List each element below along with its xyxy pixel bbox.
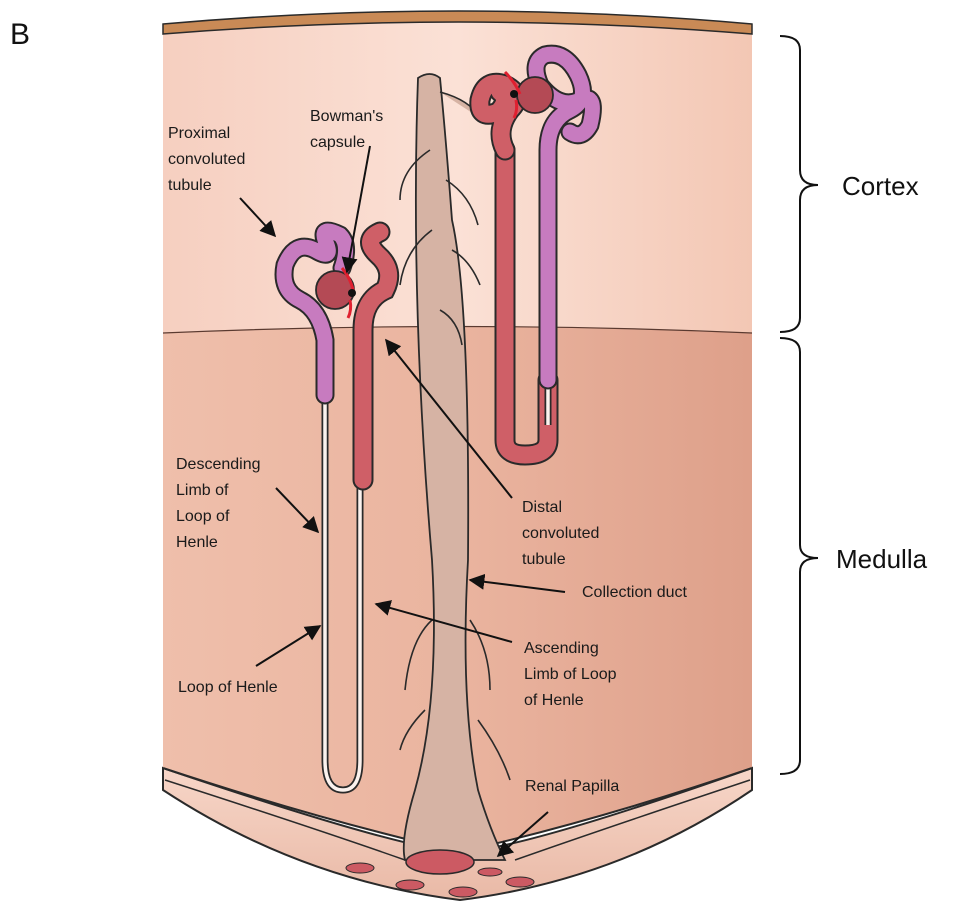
cortex-bracket xyxy=(780,36,818,332)
papilla-opening xyxy=(406,850,474,874)
label-papilla: Renal Papilla xyxy=(525,778,619,795)
label-collection: Collection duct xyxy=(582,584,688,601)
cortex-label: Cortex xyxy=(842,171,919,201)
region-brackets xyxy=(780,36,818,774)
medulla-bracket xyxy=(780,338,818,774)
panel-label: B xyxy=(10,18,30,51)
medulla-label: Medulla xyxy=(836,544,928,574)
label-loop: Loop of Henle xyxy=(178,679,278,696)
glomerulus-right xyxy=(517,77,553,113)
